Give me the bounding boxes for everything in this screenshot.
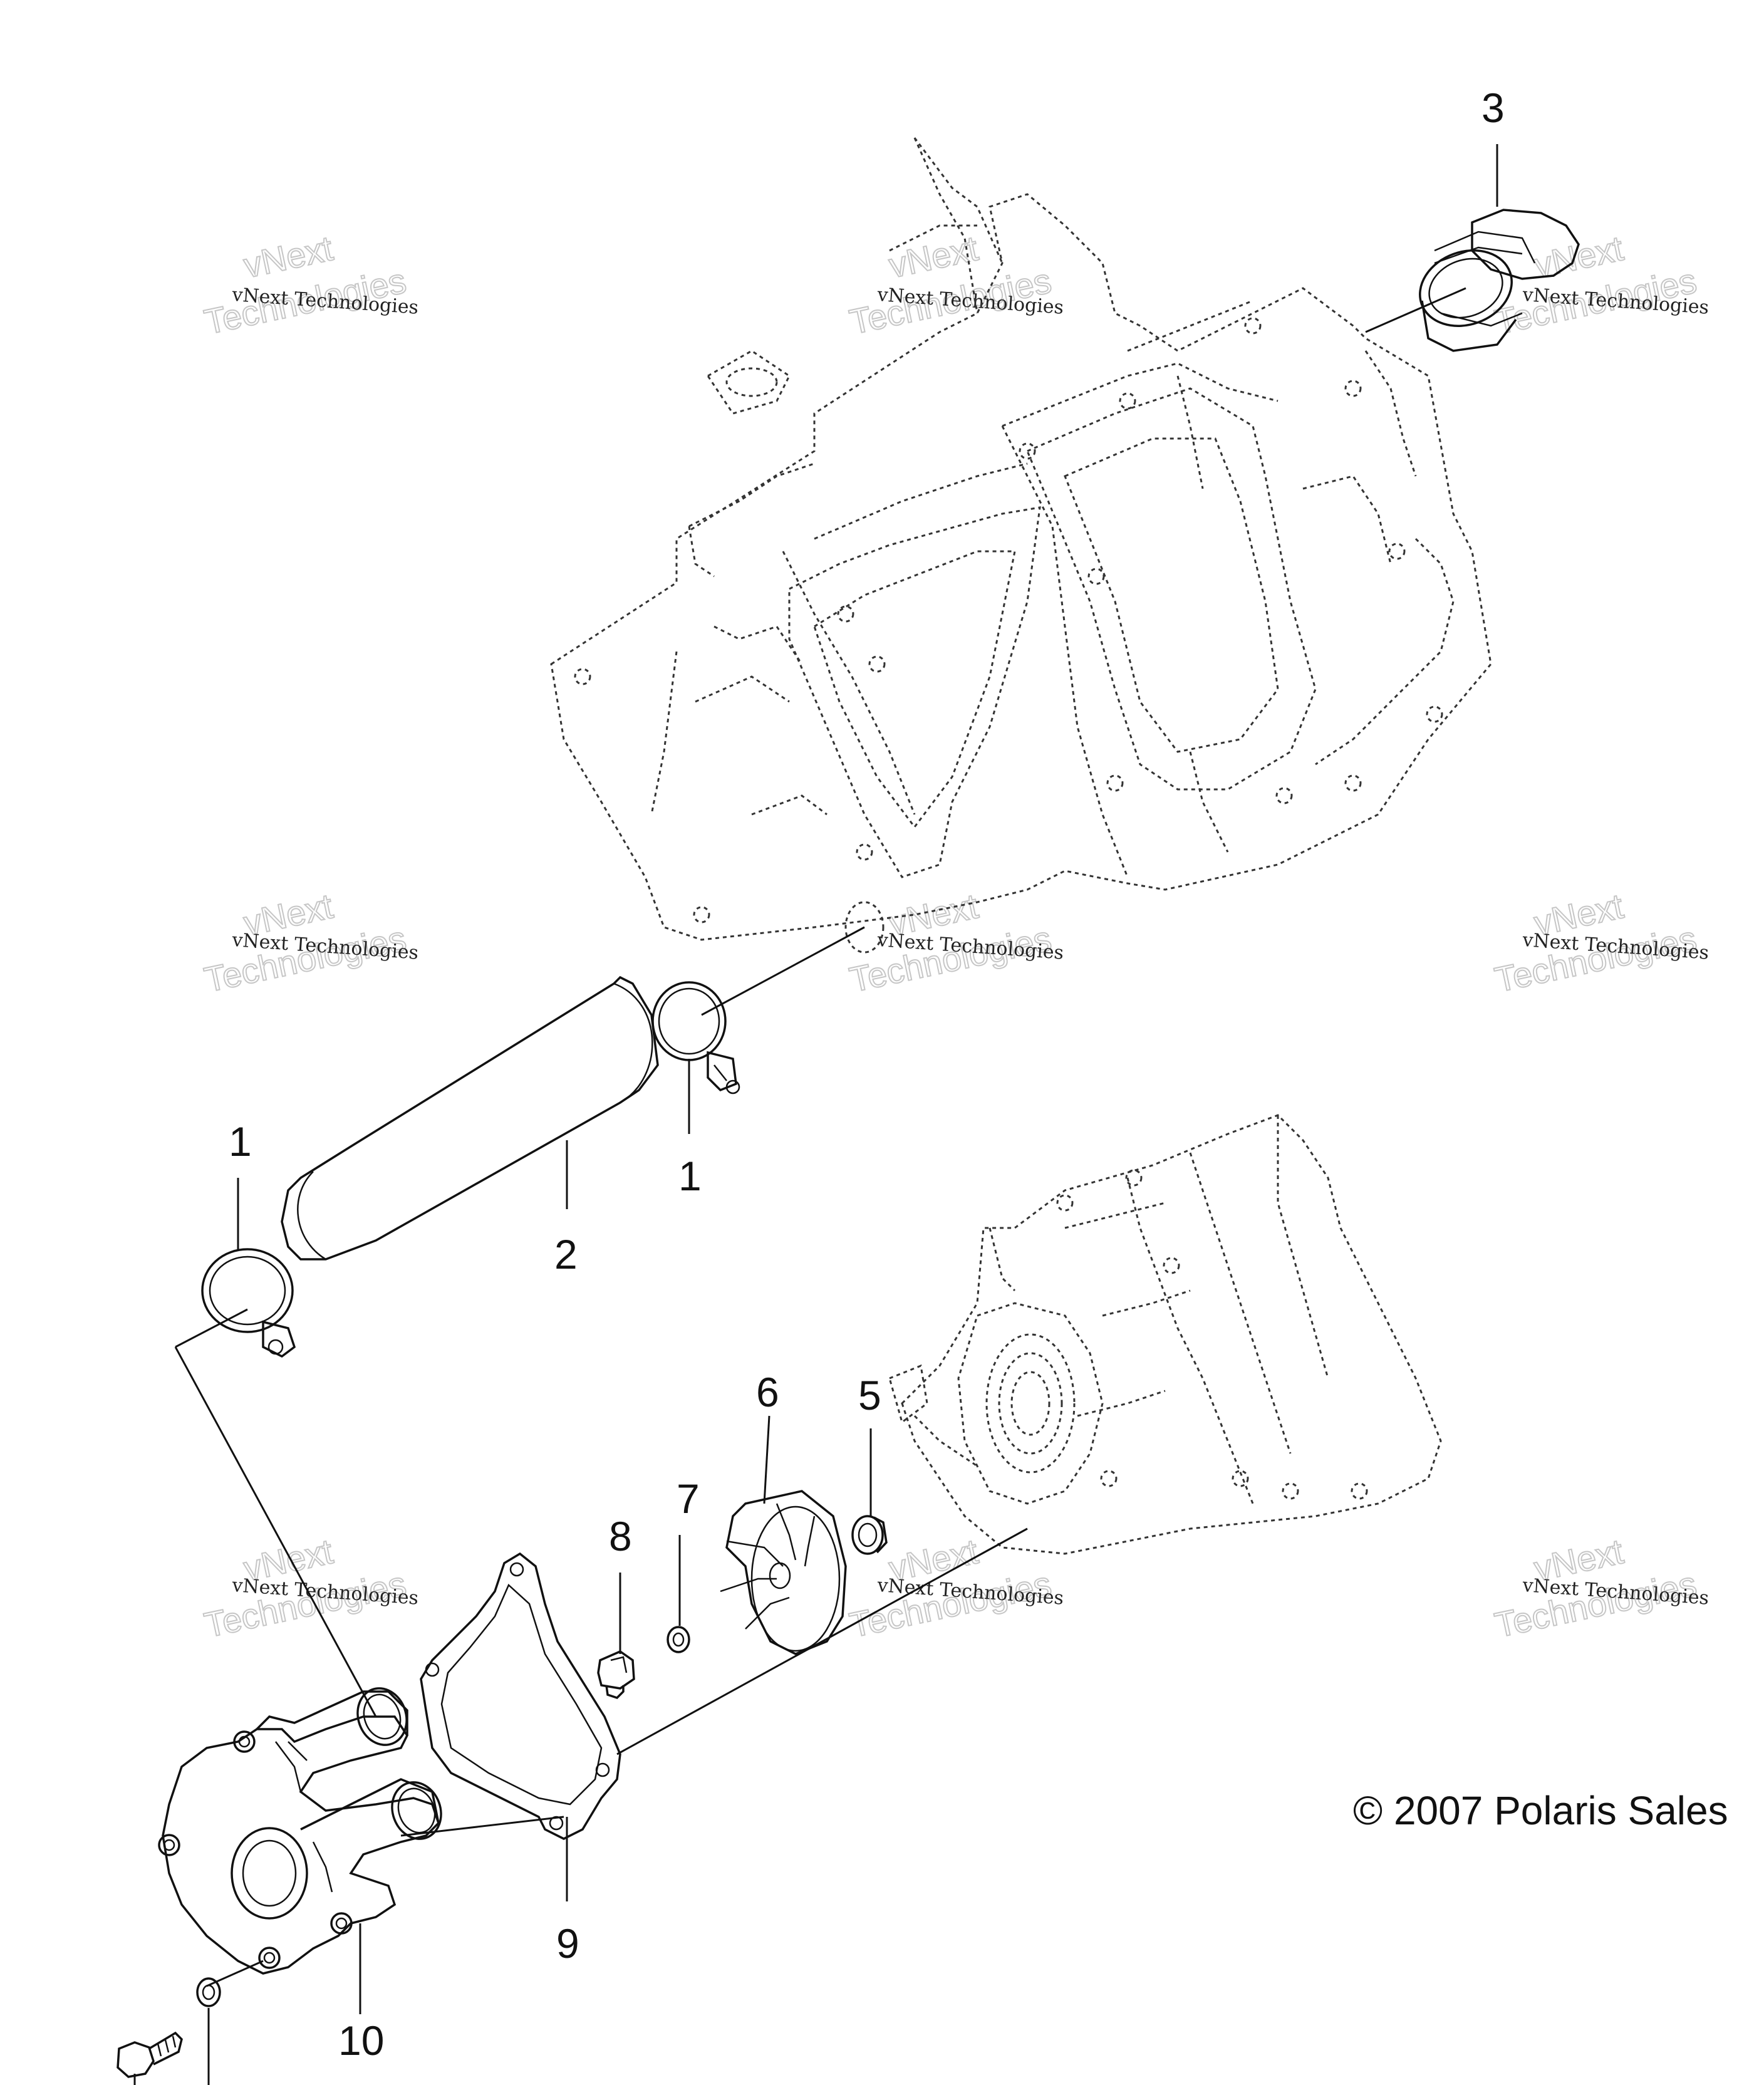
leader-line: [763, 1415, 770, 1504]
flange-bolt: [117, 2031, 183, 2078]
drain-plug: [597, 1650, 635, 1700]
leader-line: [616, 1527, 1028, 1755]
hose-clamp-upper: [651, 981, 740, 1094]
callout-7: 7: [677, 1475, 700, 1522]
coolant-hose: [281, 975, 659, 1261]
callout-9: 9: [556, 1920, 579, 1967]
svg-text:vNext: vNext: [240, 228, 336, 285]
thermostat: [1419, 209, 1580, 352]
watermark: vNext Technologies: [846, 227, 1056, 342]
mechanical-seal: [851, 1515, 888, 1555]
crankcase-outline: [888, 1114, 1442, 1555]
watermark: vNext Technologies: [200, 227, 410, 342]
callout-8: 8: [609, 1513, 632, 1559]
hose-clamp-lower: [201, 1248, 296, 1358]
cylinder-head-outline: [550, 137, 1492, 954]
callout-10: 10: [338, 2017, 384, 2064]
gasket: [420, 1552, 621, 1840]
water-pump-cover: [158, 1687, 442, 1975]
callout-6: 6: [756, 1369, 779, 1415]
washer-small: [667, 1626, 690, 1653]
leader-line: [175, 1308, 248, 1348]
copyright-text: © 2007 Polaris Sales: [1353, 1788, 1728, 1833]
callout-1: 1: [678, 1153, 702, 1199]
callout-2: 2: [554, 1231, 578, 1277]
callout-5: 5: [858, 1372, 881, 1418]
watermarks: vNext Technologies vNext Technologies vN…: [200, 227, 1710, 1645]
callout-3: 3: [1481, 85, 1505, 131]
callout-1: 1: [229, 1118, 252, 1165]
impeller: [720, 1490, 847, 1655]
leader-line: [174, 1346, 377, 1717]
leader-line: [701, 926, 865, 1016]
leader-line: [400, 1816, 564, 1837]
washer-bottom: [196, 1977, 221, 2007]
leader-line: [1365, 287, 1466, 333]
